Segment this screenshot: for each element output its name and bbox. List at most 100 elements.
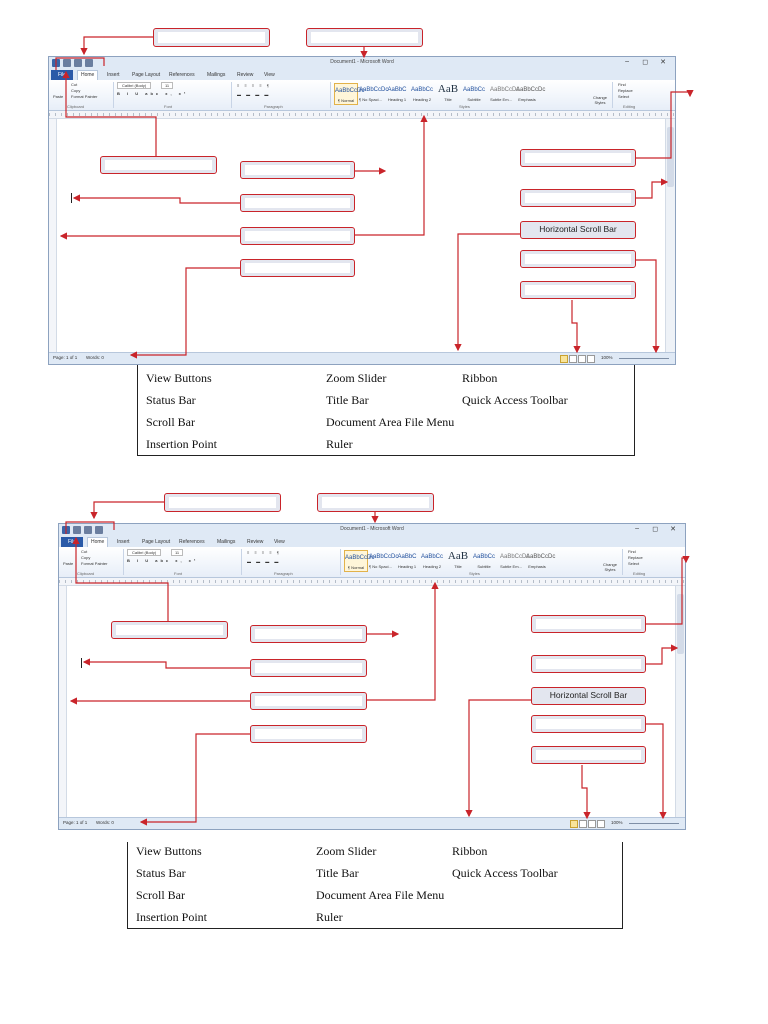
vertical-scroll-bar[interactable]: [675, 586, 685, 817]
zoom-level[interactable]: 100%: [611, 820, 623, 825]
minimize-icon[interactable]: –: [635, 525, 639, 532]
view-button-outline[interactable]: [597, 820, 605, 828]
select-button[interactable]: Select: [618, 94, 630, 99]
restore-icon[interactable]: ◻: [642, 59, 648, 66]
close-icon[interactable]: ✕: [660, 59, 666, 66]
format-painter-button[interactable]: Format Painter: [71, 94, 98, 99]
view-button-web-layout[interactable]: [588, 820, 596, 828]
view-button-full-screen[interactable]: [569, 355, 577, 363]
paste-button[interactable]: Paste: [63, 561, 74, 566]
align-buttons[interactable]: ▬ ▬ ▬ ▬: [237, 92, 271, 97]
style-normal[interactable]: AaBbCcDc¶ Normal: [334, 83, 364, 105]
vertical-ruler[interactable]: [59, 586, 67, 817]
tab-file[interactable]: File: [61, 537, 83, 547]
blank-label-view-buttons-2[interactable]: [531, 746, 646, 764]
vertical-scroll-bar[interactable]: [665, 119, 675, 352]
style-no-spacing[interactable]: AaBbCcDc¶ No Spaci...: [369, 554, 399, 569]
horizontal-ruler[interactable]: [59, 578, 685, 586]
replace-button[interactable]: Replace: [628, 555, 643, 560]
blank-label-view-buttons[interactable]: [250, 725, 367, 743]
tab-page-layout[interactable]: Page Layout: [132, 72, 161, 78]
vertical-ruler[interactable]: [49, 119, 57, 352]
tab-mailings[interactable]: Mailings: [217, 539, 236, 545]
cut-button[interactable]: Cut: [81, 549, 88, 554]
find-button[interactable]: Find: [628, 549, 636, 554]
tab-view[interactable]: View: [274, 539, 285, 545]
tab-references[interactable]: References: [169, 72, 195, 78]
copy-button[interactable]: Copy: [81, 555, 91, 560]
blank-label-scroll-bar[interactable]: [531, 655, 646, 673]
view-button-web-layout[interactable]: [578, 355, 586, 363]
font-size-box[interactable]: 11: [171, 549, 184, 556]
select-button[interactable]: Select: [628, 561, 640, 566]
page-count[interactable]: Page: 1 of 1: [53, 355, 78, 360]
paragraph-buttons[interactable]: ≡ ≡ ≡ ≡ ¶: [247, 550, 281, 555]
blank-label-ruler[interactable]: [250, 692, 367, 710]
blank-label-insertion-point[interactable]: [240, 194, 355, 212]
font-name-box[interactable]: Calibri (Body): [127, 549, 162, 556]
tab-insert[interactable]: Insert: [117, 539, 130, 545]
blank-label-scroll-bar[interactable]: [520, 189, 636, 207]
zoom-slider[interactable]: [619, 358, 669, 359]
tab-mailings[interactable]: Mailings: [207, 72, 226, 78]
minimize-icon[interactable]: –: [625, 58, 629, 65]
find-button[interactable]: Find: [618, 82, 626, 87]
blank-label-insertion-point[interactable]: [250, 659, 367, 677]
blank-label-zoom-slider[interactable]: [520, 250, 636, 268]
tab-review[interactable]: Review: [237, 72, 254, 78]
blank-label-document-area[interactable]: [250, 625, 367, 643]
tab-page-layout[interactable]: Page Layout: [142, 539, 171, 545]
tab-references[interactable]: References: [179, 539, 205, 545]
font-format-buttons[interactable]: B I U abc x, x²: [117, 91, 189, 96]
blank-label-title-bar[interactable]: [306, 28, 423, 47]
view-button-print-layout[interactable]: [570, 820, 578, 828]
change-styles-button[interactable]: Change Styles: [602, 562, 617, 572]
paragraph-buttons[interactable]: ≡ ≡ ≡ ≡ ¶: [237, 83, 271, 88]
word-count[interactable]: Words: 0: [96, 820, 114, 825]
word-count[interactable]: Words: 0: [86, 355, 104, 360]
blank-label-ribbon[interactable]: [531, 615, 646, 633]
zoom-slider[interactable]: [629, 823, 679, 824]
view-button-print-layout[interactable]: [560, 355, 568, 363]
font-name-box[interactable]: Calibri (Body): [117, 82, 152, 89]
cut-button[interactable]: Cut: [71, 82, 78, 87]
style-no-spacing[interactable]: AaBbCcDc¶ No Spaci...: [359, 87, 389, 102]
copy-button[interactable]: Copy: [71, 88, 81, 93]
view-button-full-screen[interactable]: [579, 820, 587, 828]
restore-icon[interactable]: ◻: [652, 526, 658, 533]
tab-review[interactable]: Review: [247, 539, 264, 545]
change-styles-button[interactable]: Change Styles: [592, 95, 607, 105]
blank-label-quick-access[interactable]: [153, 28, 270, 47]
blank-label-document-area[interactable]: [240, 161, 355, 179]
blank-label-ruler[interactable]: [240, 227, 355, 245]
page-count[interactable]: Page: 1 of 1: [63, 820, 88, 825]
font-format-buttons[interactable]: B I U abc x, x²: [127, 558, 199, 563]
blank-label-ribbon[interactable]: [520, 149, 636, 167]
blank-label-file-menu[interactable]: [111, 621, 228, 639]
blank-label-title-bar[interactable]: [317, 493, 434, 512]
font-size-box[interactable]: 11: [161, 82, 174, 89]
style-normal[interactable]: AaBbCcDc¶ Normal: [344, 550, 374, 572]
format-painter-button[interactable]: Format Painter: [81, 561, 108, 566]
tab-insert[interactable]: Insert: [107, 72, 120, 78]
tab-file[interactable]: File: [51, 70, 73, 80]
scroll-thumb[interactable]: [667, 127, 674, 187]
align-buttons[interactable]: ▬ ▬ ▬ ▬: [247, 559, 281, 564]
blank-label-view-buttons-2[interactable]: [520, 281, 636, 299]
blank-label-file-menu[interactable]: [100, 156, 217, 174]
blank-label-zoom-slider[interactable]: [531, 715, 646, 733]
blank-label-view-buttons[interactable]: [240, 259, 355, 277]
close-icon[interactable]: ✕: [670, 526, 676, 533]
replace-button[interactable]: Replace: [618, 88, 633, 93]
